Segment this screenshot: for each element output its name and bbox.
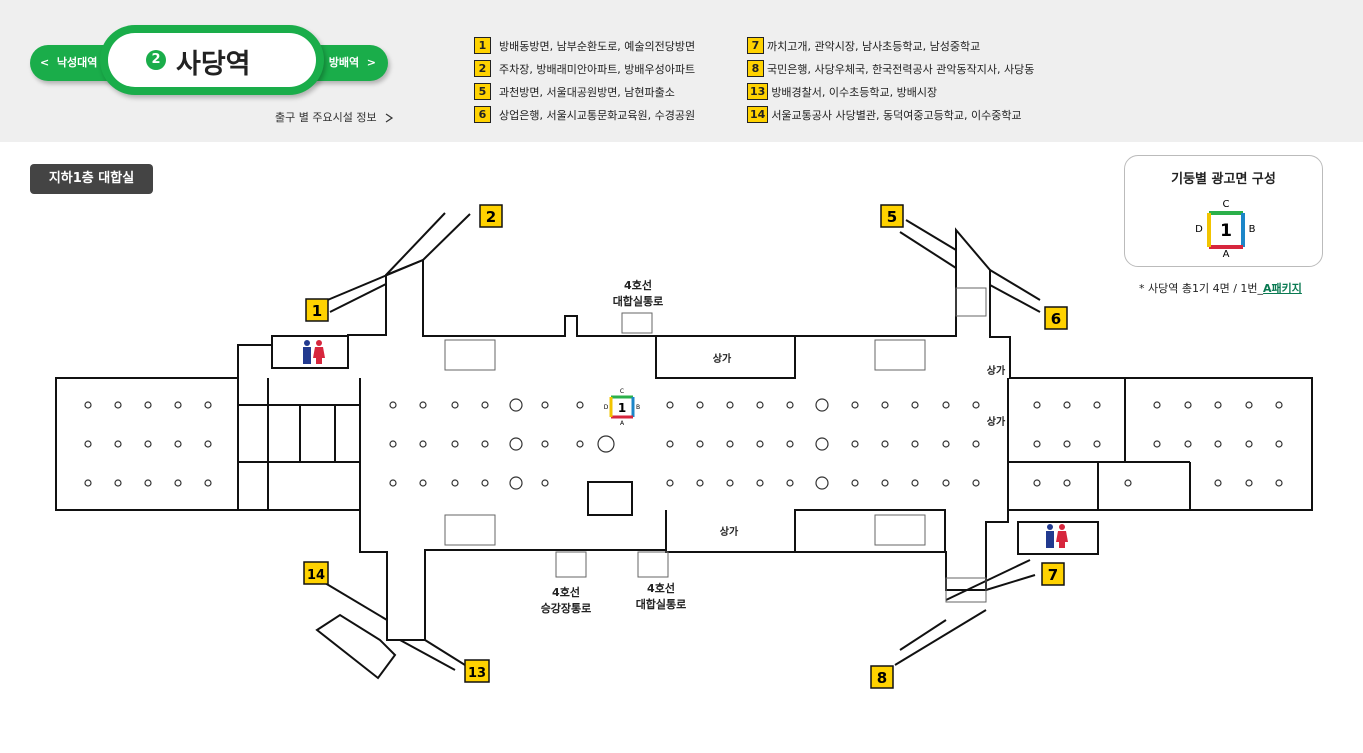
exit-marker-6[interactable]: 6 [1044,306,1068,330]
svg-text:13: 13 [468,666,486,681]
svg-text:14: 14 [307,568,325,583]
exit-marker-1[interactable]: 1 [305,298,329,322]
pillar-side-label: A [1223,249,1230,260]
exit-marker-13[interactable]: 13 [464,659,490,683]
svg-text:2: 2 [486,208,496,226]
svg-text:8: 8 [877,669,887,687]
exit-number-badge: 2 [474,60,491,77]
legend-note: * 사당역 총1기 4면 / 1번_A패키지 [1139,282,1302,295]
transfer-label: 4호선 [647,581,675,595]
svg-text:7: 7 [1048,566,1058,584]
exit-marker-14[interactable]: 14 [303,561,329,585]
exit-number-badge: 14 [747,106,769,123]
transfer-label: 승강장통로 [541,601,592,615]
transfer-label: 4호선 [624,278,652,292]
svg-text:A: A [620,420,625,427]
shop-label: 상가 [987,415,1006,428]
station-title-pill: 2 사당역 [100,25,324,95]
svg-text:B: B [636,404,640,411]
exit-number-badge: 7 [747,37,764,54]
floor-label: 지하1층 대합실 [30,164,153,194]
transfer-label: 4호선 [552,585,580,599]
restroom-right-icon [1046,524,1068,548]
station-name: 사당역 [176,49,251,80]
shop-label: 상가 [713,352,732,365]
pillar-ad-marker[interactable]: 1 C B A D [604,388,640,427]
legend-title: 기둥별 광고면 구성 [1171,172,1276,187]
exit-number-badge: 13 [747,83,769,100]
transfer-label: 대합실통로 [636,597,687,611]
pillar-number: 1 [1220,221,1232,241]
exit-info-link[interactable]: 출구 별 주요시설 정보 [275,109,394,125]
exit-number-badge: 5 [474,83,491,100]
pillar-side-label: B [1249,224,1256,235]
transfer-label: 대합실통로 [613,294,664,308]
restroom-left-icon [303,340,325,364]
pillar-side-label: D [1195,224,1203,235]
exit-marker-8[interactable]: 8 [870,665,894,689]
shop-label: 상가 [720,525,739,538]
prev-station-link[interactable]: < 낙성대역 [40,56,98,69]
package-link[interactable]: A패키지 [1263,282,1302,295]
exit-number-badge: 8 [747,60,764,77]
svg-text:6: 6 [1051,310,1061,328]
exit-number-badge: 6 [474,106,491,123]
pillar-ad-legend: 기둥별 광고면 구성 C B A D 1 [1124,155,1323,267]
exit-marker-5[interactable]: 5 [880,204,904,228]
pillar-marker-number: 1 [618,401,626,415]
svg-text:D: D [604,404,609,411]
exit-number-badge: 1 [474,37,491,54]
pillar-side-label: C [1223,199,1230,210]
chevron-right-icon [385,113,394,123]
svg-text:1: 1 [312,302,322,320]
svg-text:5: 5 [887,208,897,226]
pillar-diagram: C B A D 1 [1195,199,1256,260]
svg-text:C: C [620,388,624,395]
shop-label: 상가 [987,364,1006,377]
line-number-badge: 2 [146,50,166,70]
exit-marker-7[interactable]: 7 [1041,562,1065,586]
exit-marker-2[interactable]: 2 [479,204,503,228]
next-station-link[interactable]: 방배역 > [328,56,376,69]
